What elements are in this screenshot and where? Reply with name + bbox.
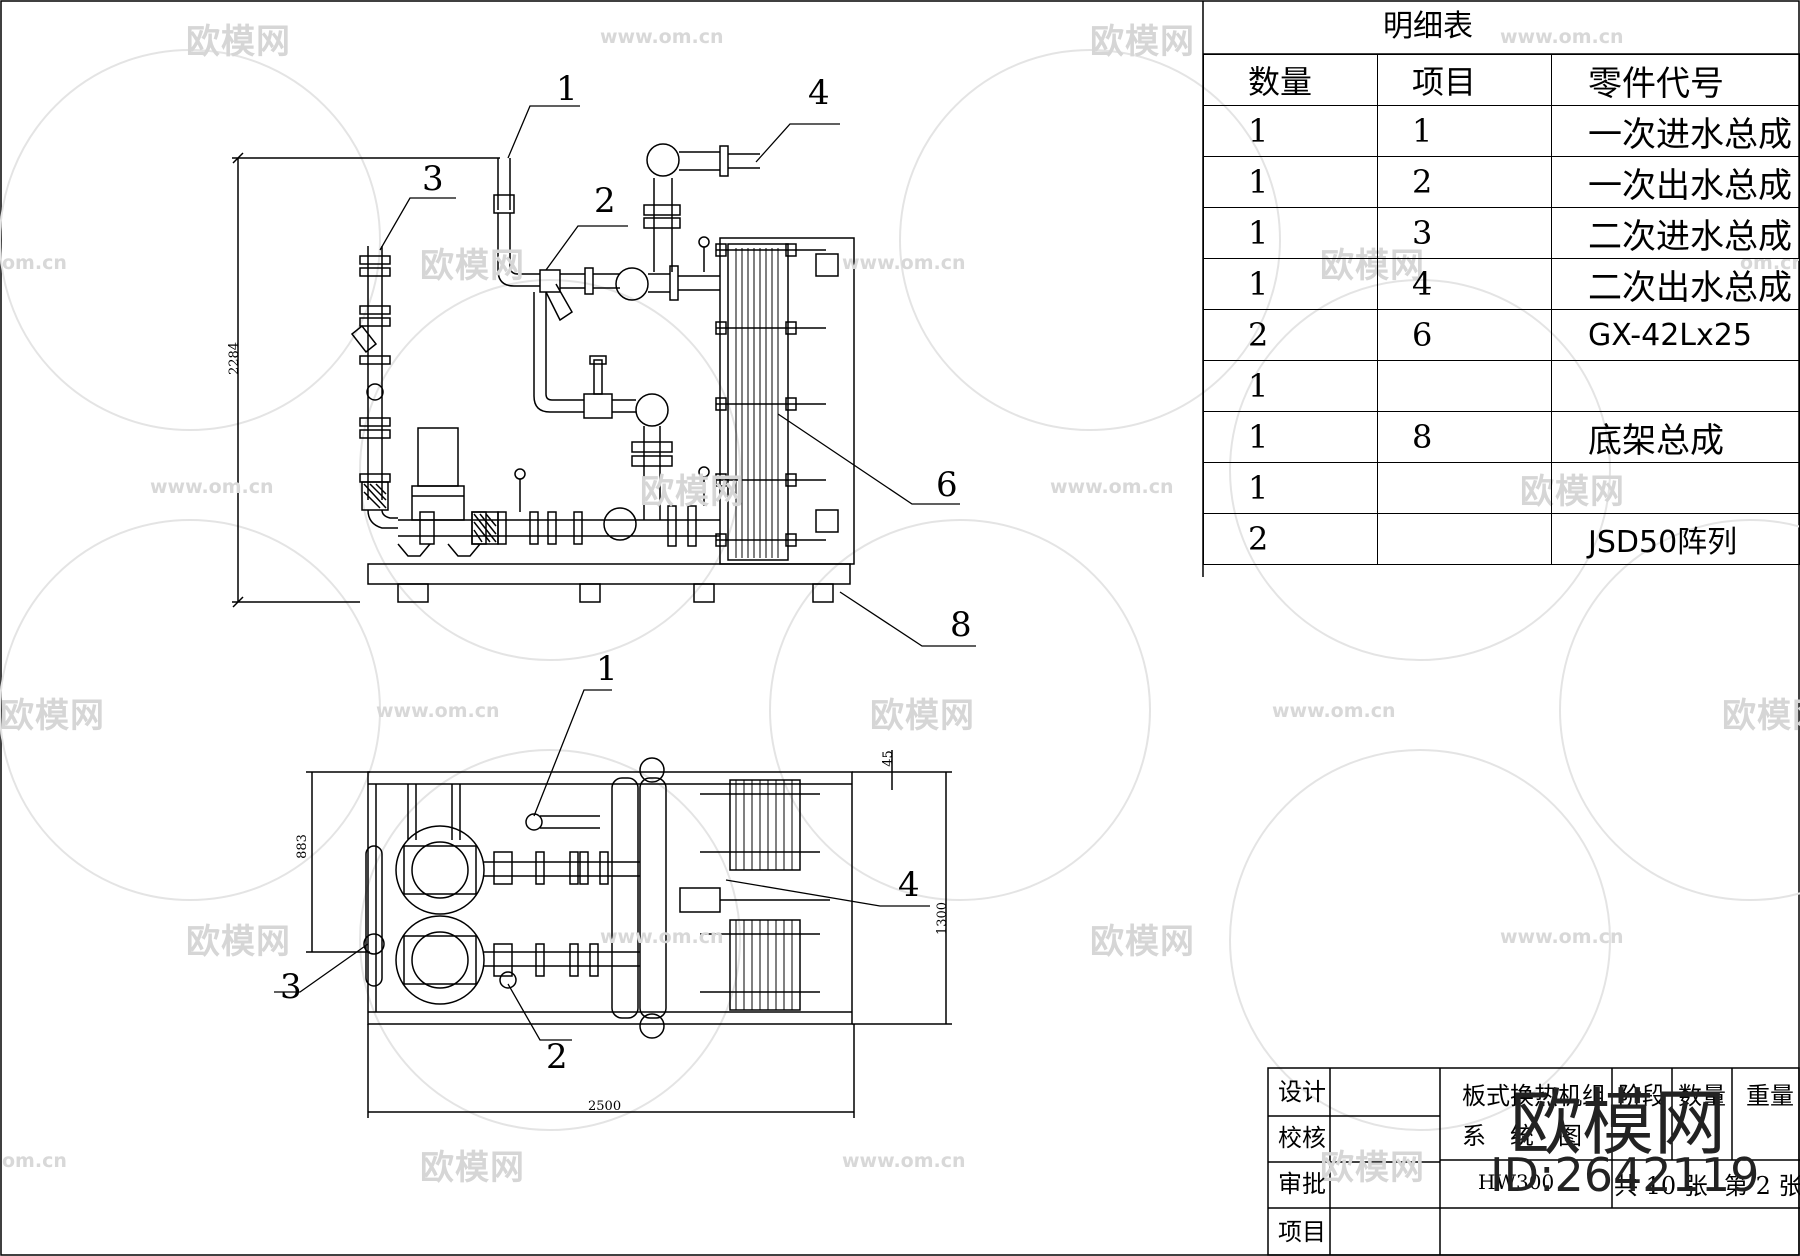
callout-top-1: 1 [596, 649, 618, 689]
header-code: 零件代号 [1551, 54, 1800, 106]
watermark-url: www.om.cn [1500, 26, 1624, 48]
row-qty: 1 [1203, 105, 1378, 157]
watermark-url: www.om.cn [1500, 926, 1624, 948]
watermark-url: www.om.cn [1050, 476, 1174, 498]
sheets-total: 共 10 张 [1614, 1172, 1708, 1200]
row-qty: 1 [1203, 411, 1378, 463]
drawing-name-line1: 板式换热机组 [1462, 1082, 1606, 1110]
watermark-brand: 欧模网 [1320, 1148, 1425, 1188]
parts-table-header: 数量 项目 零件代号 [1203, 54, 1800, 106]
row-code [1551, 360, 1800, 412]
dim-top-length: 2500 [588, 1099, 622, 1114]
watermark-url: www.om.cn [600, 926, 724, 948]
label-stage: 阶段 [1618, 1082, 1666, 1110]
callout-top-3: 3 [280, 967, 302, 1007]
header-qty: 数量 [1203, 54, 1378, 106]
row-item [1377, 462, 1552, 514]
side-view [232, 105, 976, 647]
row-item: 2 [1377, 156, 1552, 208]
label-design: 设计 [1278, 1078, 1326, 1106]
dim-top-offset: 45 [880, 750, 896, 767]
row-code: 底架总成 [1551, 411, 1800, 463]
callout-top-4: 4 [898, 865, 920, 905]
row-code: 二次进水总成 [1551, 207, 1800, 259]
watermark-brand: 欧模网 [186, 922, 291, 962]
row-item: 1 [1377, 105, 1552, 157]
row-code: 一次出水总成 [1551, 156, 1800, 208]
title-block: 设计 校核 审批 项目 板式换热机组 系 统 图 HW300 阶段 数量 重量 … [1268, 1068, 1800, 1256]
watermark-url: om.cn [2, 1150, 67, 1172]
row-code: GX-42Lx25 [1551, 309, 1800, 361]
table-row: 1 [1203, 360, 1800, 412]
row-qty: 1 [1203, 207, 1378, 259]
callout-side-3: 3 [422, 159, 444, 199]
dim-side-height: 2284 [227, 341, 243, 376]
watermark-id: ID:2642119 [1490, 1148, 1760, 1202]
watermark-url: om.cn [2, 252, 67, 274]
watermark-brand: 欧模网 [640, 472, 745, 512]
callout-side-8: 8 [950, 605, 972, 645]
table-row: 2 JSD50阵列 [1203, 513, 1800, 565]
row-code: 二次出水总成 [1551, 258, 1800, 310]
row-qty: 2 [1203, 309, 1378, 361]
watermark-url: www.om.cn [150, 476, 274, 498]
watermark-url: www.om.cn [1272, 700, 1396, 722]
row-item [1377, 513, 1552, 565]
watermark-brand: 欧模网 [420, 1148, 525, 1188]
row-qty: 1 [1203, 462, 1378, 514]
callout-side-4: 4 [808, 73, 830, 113]
row-item [1377, 360, 1552, 412]
watermark-url: www.om.cn [600, 26, 724, 48]
label-approve: 审批 [1278, 1170, 1326, 1198]
row-code [1551, 462, 1800, 514]
row-qty: 1 [1203, 360, 1378, 412]
callout-side-6: 6 [936, 465, 958, 505]
row-item: 3 [1377, 207, 1552, 259]
callout-side-1: 1 [556, 69, 578, 109]
top-view [274, 689, 952, 1118]
row-item: 8 [1377, 411, 1552, 463]
watermark-brand: 欧模网 [1090, 22, 1195, 62]
row-qty: 2 [1203, 513, 1378, 565]
row-item: 4 [1377, 258, 1552, 310]
row-qty: 1 [1203, 156, 1378, 208]
drawing-number: HW300 [1478, 1170, 1555, 1194]
watermark-brand: 欧模网 [870, 696, 975, 736]
row-code: JSD50阵列 [1551, 513, 1800, 565]
sheet-number: 第 2 张 [1724, 1172, 1800, 1200]
watermark-url: www.om.cn [842, 252, 966, 274]
watermark-brand: 欧模网 [1090, 922, 1195, 962]
header-item: 项目 [1377, 54, 1552, 106]
row-qty: 1 [1203, 258, 1378, 310]
callout-side-2: 2 [594, 181, 616, 221]
watermark-logo: 欧模网 [1510, 1081, 1727, 1165]
watermark-brand: 欧模网 [420, 246, 525, 286]
label-check: 校核 [1278, 1124, 1326, 1152]
watermark-brand: 欧模网 [0, 696, 105, 736]
watermark-brand: 欧模网 [1722, 696, 1800, 736]
label-project: 项目 [1278, 1218, 1326, 1246]
drawing-name-line2: 系 统 图 [1462, 1122, 1582, 1150]
callout-top-2: 2 [546, 1037, 568, 1077]
label-weight: 重量 [1746, 1082, 1794, 1110]
watermark-url: www.om.cn [376, 700, 500, 722]
dim-top-width: 1300 [935, 901, 951, 936]
watermark-url: www.om.cn [842, 1150, 966, 1172]
row-code: 一次进水总成 [1551, 105, 1800, 157]
table-row: 1 [1203, 462, 1800, 514]
parts-list-title: 明细表 [1383, 9, 1473, 44]
label-scale: 数量 [1678, 1082, 1726, 1110]
title-block-frame [1267, 1067, 1800, 1256]
row-item: 6 [1377, 309, 1552, 361]
dim-top-depth: 883 [294, 834, 310, 859]
watermark-brand: 欧模网 [186, 22, 291, 62]
